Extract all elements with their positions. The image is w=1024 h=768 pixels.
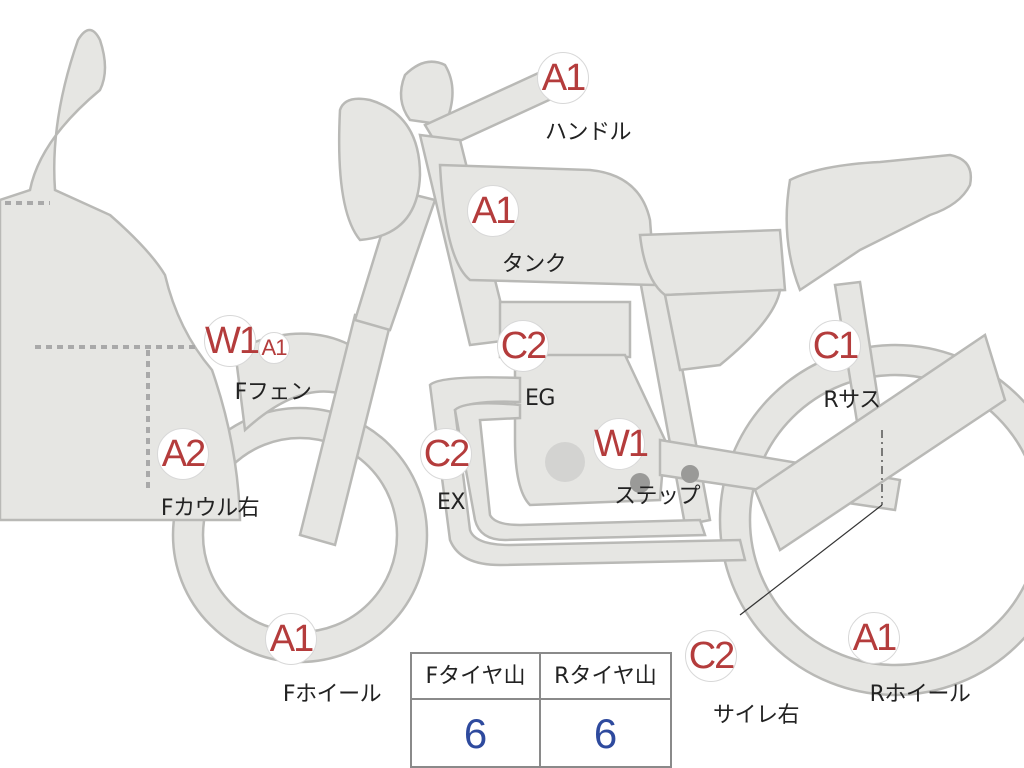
- handle-label: ハンドル: [544, 120, 632, 145]
- side-cover: [663, 288, 782, 372]
- engine-code-badge: C2: [497, 320, 549, 372]
- silencer: [753, 333, 1007, 552]
- rear-wheel-outer-edge: [718, 343, 1024, 697]
- silencer-leader-line: [739, 504, 883, 616]
- exhaust-label: EX: [437, 490, 465, 515]
- front-cowl-right-code-badge: A2: [157, 428, 209, 480]
- exhaust-pipe-2: [453, 402, 707, 542]
- front-wheel-label: Fホイール: [282, 682, 382, 707]
- headlight: [337, 97, 422, 242]
- handle-code-badge: A1: [537, 52, 589, 104]
- exhaust-code-badge: C2: [420, 428, 472, 480]
- engine-cover: [545, 442, 585, 482]
- silencer-right-code-badge: C2: [685, 630, 737, 682]
- silencer-right-label: サイレ右: [712, 703, 800, 728]
- rear-suspension-code-badge: C1: [809, 320, 861, 372]
- front-fender-label: Fフェン: [234, 380, 312, 405]
- front-tire-tread-value: 6: [412, 700, 541, 768]
- front-fender-code-badge: W1: [204, 315, 260, 367]
- rear-suspension-label: Rサス: [823, 388, 881, 413]
- front-cowl: [0, 28, 242, 522]
- front-fork-upper: [353, 188, 437, 332]
- rear-seat: [785, 153, 973, 292]
- tank-code-badge: A1: [467, 185, 519, 237]
- rear-tire-tread-header: Rタイヤ山: [541, 654, 670, 700]
- front-wheel-code-badge: A1: [265, 613, 317, 665]
- front-fender-secondary-code-badge: A1: [258, 332, 290, 364]
- step-code-badge: W1: [593, 418, 649, 470]
- rear-wheel: [720, 345, 1024, 695]
- rear-tire-tread-value: 6: [593, 710, 618, 757]
- front-tire-tread-header: Fタイヤ山: [412, 654, 541, 700]
- front-cowl-right-label: Fカウル右: [160, 496, 260, 521]
- engine-label: EG: [525, 386, 555, 411]
- step-label: ステップ: [613, 484, 701, 509]
- handlebar-mount: [399, 60, 454, 127]
- step-peg-rear: [681, 465, 699, 483]
- step-peg: [630, 473, 650, 493]
- rear-wheel-inner-edge: [748, 373, 1024, 667]
- tank-label: タンク: [501, 252, 567, 277]
- front-seat: [638, 228, 787, 297]
- rear-wheel-code-badge: A1: [848, 612, 900, 664]
- tire-tread-table: Fタイヤ山 Rタイヤ山 6 6: [410, 652, 672, 768]
- rear-wheel-label: Rホイール: [869, 682, 971, 707]
